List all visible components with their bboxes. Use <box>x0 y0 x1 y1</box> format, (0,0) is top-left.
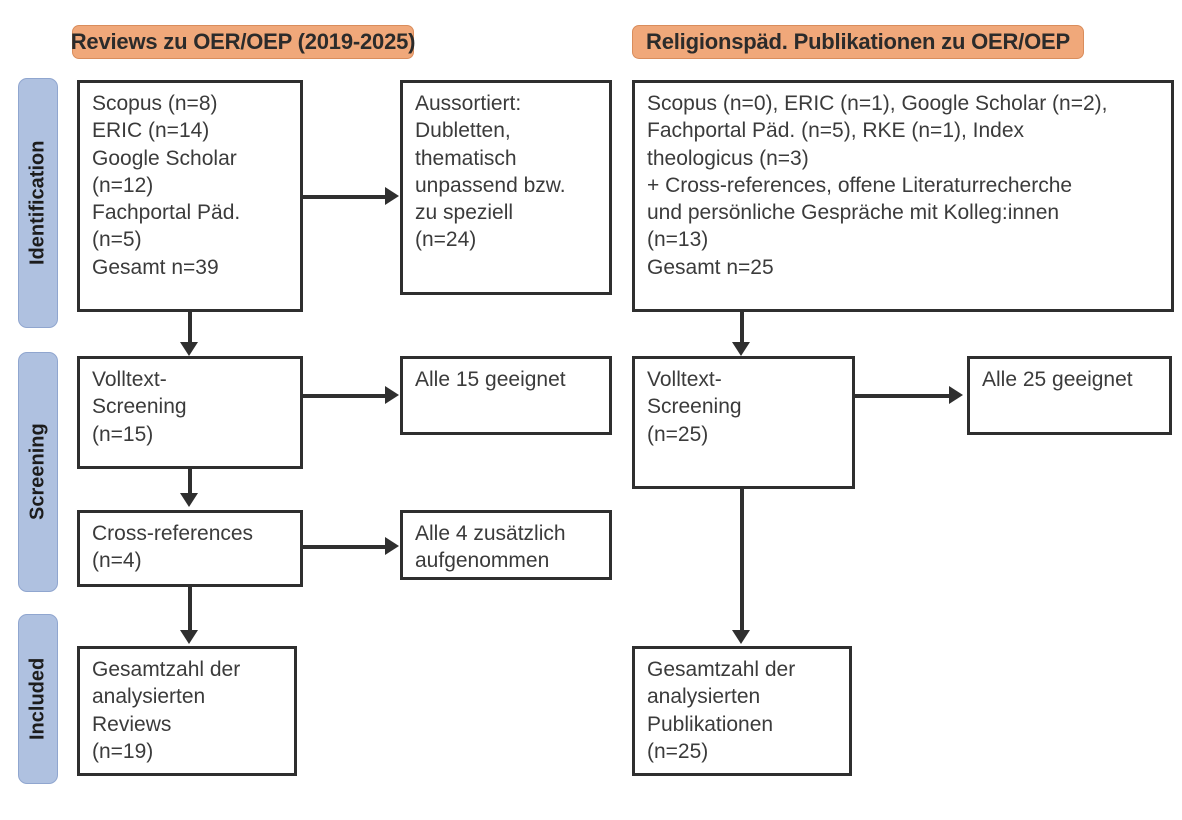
connector-left-screening-to-crossreferences <box>188 469 192 495</box>
stage-label-screening: Screening <box>18 352 58 592</box>
connector-left-crossreferences-to-included <box>188 587 192 632</box>
arrowhead-right-icon <box>385 386 399 404</box>
arrowhead-down-icon <box>180 630 198 644</box>
arrowhead-right-icon <box>385 537 399 555</box>
arrowhead-down-icon <box>180 493 198 507</box>
stage-label-identification: Identification <box>18 78 58 328</box>
arrowhead-right-icon <box>949 386 963 404</box>
left-identification-box: Scopus (n=8) ERIC (n=14) Google Scholar … <box>77 80 303 312</box>
left-excluded-box: Aussortiert: Dubletten, thematisch unpas… <box>400 80 612 295</box>
column-header-publications: Religionspäd. Publikationen zu OER/OEP <box>632 25 1084 59</box>
left-crossreferences-note-box: Alle 4 zusätzlich aufgenommen <box>400 510 612 580</box>
right-eligible-box: Alle 25 geeignet <box>967 356 1172 435</box>
arrowhead-down-icon <box>732 342 750 356</box>
left-included-box: Gesamtzahl der analysierten Reviews (n=1… <box>77 646 297 776</box>
arrowhead-down-icon <box>732 630 750 644</box>
connector-right-screening-to-included <box>740 489 744 632</box>
left-eligible-box: Alle 15 geeignet <box>400 356 612 435</box>
stage-label-included: Included <box>18 614 58 784</box>
arrowhead-down-icon <box>180 342 198 356</box>
connector-left-identification-to-excluded <box>303 195 387 199</box>
left-screening-box: Volltext- Screening (n=15) <box>77 356 303 469</box>
connector-left-screening-to-eligible <box>303 394 387 398</box>
right-identification-box: Scopus (n=0), ERIC (n=1), Google Scholar… <box>632 80 1174 312</box>
right-included-box: Gesamtzahl der analysierten Publikatione… <box>632 646 852 776</box>
right-screening-box: Volltext- Screening (n=25) <box>632 356 855 489</box>
column-header-reviews: Reviews zu OER/OEP (2019-2025) <box>71 25 415 59</box>
connector-right-identification-to-screening <box>740 312 744 344</box>
left-crossreferences-box: Cross-references (n=4) <box>77 510 303 587</box>
connector-left-crossreferences-to-note <box>303 545 387 549</box>
connector-right-screening-to-eligible <box>855 394 951 398</box>
connector-left-identification-to-screening <box>188 312 192 344</box>
arrowhead-right-icon <box>385 187 399 205</box>
